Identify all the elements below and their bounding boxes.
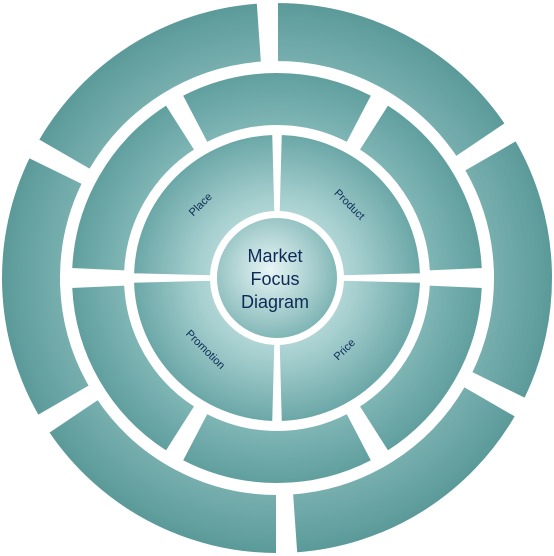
outer-ring-segment-4 — [46, 397, 278, 556]
outer-ring-segment-6 — [36, 1, 264, 172]
inner-quadrant-1 — [277, 133, 422, 278]
inner-ring — [132, 133, 422, 423]
outer-ring-segment-3 — [290, 384, 518, 555]
outer-ring-segment-1 — [276, 0, 508, 159]
outer-ring-segment-2 — [462, 138, 554, 401]
inner-quadrant-2 — [277, 278, 422, 423]
middle-ring-segment-5 — [70, 283, 197, 454]
middle-ring-segment-3 — [357, 283, 484, 454]
center-circle — [213, 214, 341, 342]
inner-quadrant-3 — [132, 278, 277, 423]
middle-ring — [70, 71, 484, 485]
center-title-line-3: Diagram — [241, 292, 309, 312]
middle-ring-segment-2 — [357, 102, 484, 273]
outer-ring-segment-5 — [0, 155, 92, 418]
center-title-line-2: Focus — [250, 269, 299, 289]
middle-ring-segment-4 — [180, 411, 374, 485]
inner-quadrant-4 — [132, 133, 277, 278]
center-title-line-1: Market — [247, 246, 302, 266]
middle-ring-segment-1 — [180, 71, 374, 145]
middle-ring-segment-6 — [70, 102, 197, 273]
